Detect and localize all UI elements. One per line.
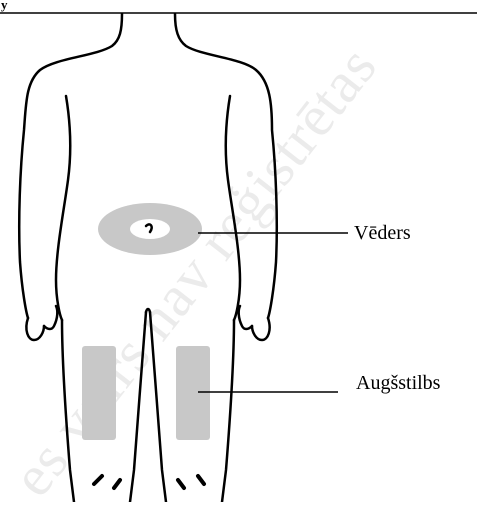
thigh-label: Augšstilbs xyxy=(356,372,441,394)
left-thigh-injection-zone xyxy=(82,346,116,440)
right-hand xyxy=(252,318,270,340)
header-fragment: y xyxy=(1,0,8,12)
left-hand-inner xyxy=(44,306,57,329)
navel-exclusion-area xyxy=(130,219,170,239)
abdomen-label: Vēders xyxy=(354,222,411,244)
knee-marks xyxy=(94,476,204,488)
left-hand xyxy=(26,318,44,340)
right-knee-mark-1 xyxy=(178,480,184,488)
left-torso-line xyxy=(56,96,70,320)
left-knee-mark-1 xyxy=(94,476,102,484)
right-knee-mark-2 xyxy=(198,476,204,484)
right-leg-outer xyxy=(222,320,234,502)
right-hand-inner xyxy=(239,306,252,329)
left-knee-mark-2 xyxy=(114,480,120,488)
right-thigh-injection-zone xyxy=(176,346,210,440)
